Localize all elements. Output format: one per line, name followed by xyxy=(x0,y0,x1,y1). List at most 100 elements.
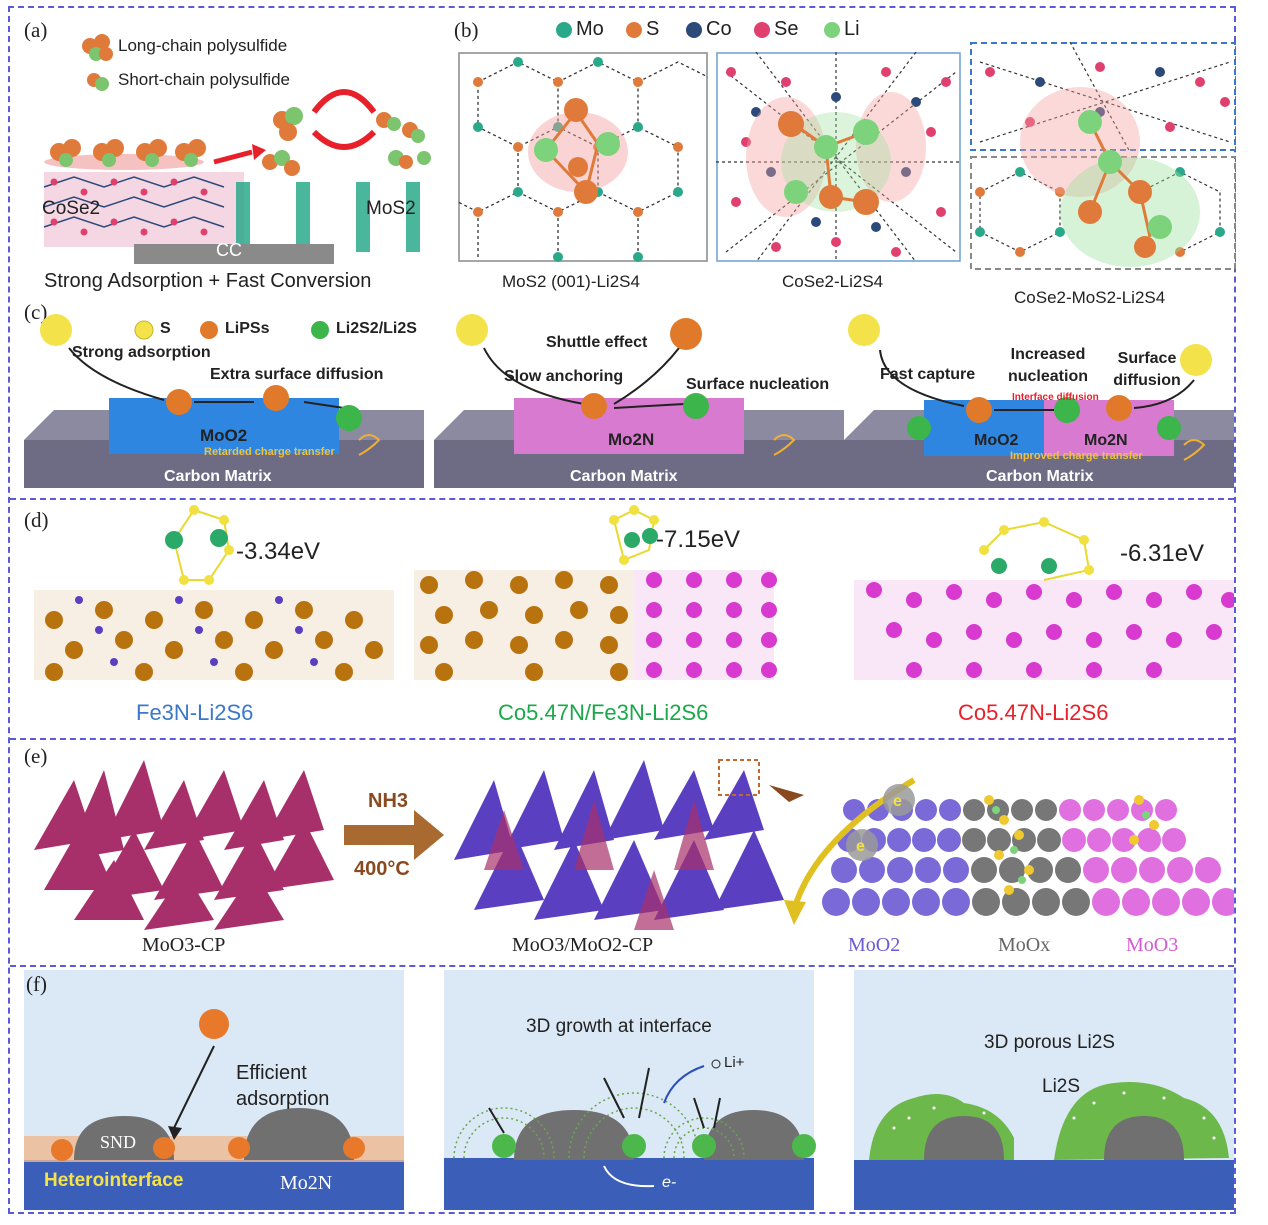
panel-a-caption: Strong Adsorption + Fast Conversion xyxy=(44,270,372,292)
li-legend-icon xyxy=(824,22,840,38)
polysulfide-cluster-mid xyxy=(262,107,303,176)
f1-text: Efficient adsorption xyxy=(236,1062,330,1110)
moo3-cp-spikes xyxy=(34,760,334,930)
panel-f: (f) Efficient adsorption SND Heterointer… xyxy=(14,968,1234,1213)
svg-text:e: e xyxy=(856,838,865,855)
panel-d-diagram xyxy=(34,505,1234,681)
figure-frame xyxy=(8,6,1236,1214)
fe3n-slab xyxy=(34,590,394,681)
energy-1: -3.34eV xyxy=(236,538,321,565)
legend-lipss-label: LiPSs xyxy=(225,320,270,337)
electron-icon-1 xyxy=(883,784,915,816)
energy-3: -6.31eV xyxy=(1120,540,1205,567)
red-arrow-icon xyxy=(213,149,253,165)
panel-f-label: (f) xyxy=(26,972,47,996)
cose2-structure xyxy=(716,52,961,262)
c3-note1: Interface diffusion xyxy=(1012,392,1099,403)
li-ion-icon xyxy=(711,1059,721,1069)
panel-e-diagram: e e xyxy=(34,759,1234,930)
li-ion-arrow-icon xyxy=(663,1065,705,1104)
cc-label: CC xyxy=(216,240,242,260)
lipss-icon xyxy=(200,321,218,339)
phase-moo3: MoO3 xyxy=(1126,934,1179,956)
cose2-lattice xyxy=(43,154,244,247)
panel-d: (d) xyxy=(14,500,1234,740)
mo2n-substrate xyxy=(24,1160,404,1210)
separator-2 xyxy=(10,738,1234,740)
c1-text2: Extra surface diffusion xyxy=(210,366,384,383)
adsorption-arrow-icon xyxy=(173,1045,215,1129)
mos2-label: MoS2 xyxy=(366,198,416,219)
short-chain-polysulfide-icon xyxy=(87,73,109,91)
mos2-caption: MoS2 (001)-Li2S4 xyxy=(502,272,640,291)
zoom-box xyxy=(718,759,760,796)
panel-c-label: (c) xyxy=(24,300,48,324)
panel-a: (a) xyxy=(14,12,434,302)
legend-mo: Mo xyxy=(576,18,604,40)
se-legend-icon xyxy=(754,22,770,38)
snd-particle-2 xyxy=(244,1108,354,1160)
phase-atom-grid: e e xyxy=(784,777,1234,925)
panel-f-diagram xyxy=(24,970,1234,1210)
c3-text1: Fast capture xyxy=(880,366,976,383)
separator-1 xyxy=(10,498,1234,500)
process-arrow-icon xyxy=(344,810,444,860)
panel-b-legend xyxy=(556,22,840,38)
temperature-label: 400°C xyxy=(354,858,410,880)
f3-product: Li2S xyxy=(1042,1076,1081,1097)
co-legend-icon xyxy=(686,22,702,38)
cc-substrate xyxy=(134,244,334,264)
legend-li: Li xyxy=(844,18,860,40)
c3-note2: Improved charge transfer xyxy=(1010,450,1143,462)
f2-text: 3D growth at interface xyxy=(526,1016,712,1037)
svg-text:e: e xyxy=(893,793,902,810)
long-chain-label: Long-chain polysulfide xyxy=(118,36,288,55)
snd-particle-1 xyxy=(74,1116,174,1160)
cycle-arrow-icon xyxy=(311,89,377,114)
c1-text1: Strong adsorption xyxy=(72,344,211,361)
panel-e-label: (e) xyxy=(24,744,48,768)
electron-arrow-icon xyxy=(603,1165,655,1188)
short-chain-products xyxy=(376,112,431,169)
s-legend-icon xyxy=(626,22,642,38)
energy-2: -7.15eV xyxy=(656,526,741,553)
c2-text3: Surface nucleation xyxy=(686,376,830,393)
e-caption-2: MoO3/MoO2-CP xyxy=(512,934,654,956)
cose2-label: CoSe2 xyxy=(42,198,101,219)
c2-base: Carbon Matrix xyxy=(570,468,678,485)
reagent-label: NH3 xyxy=(368,790,409,812)
c2-text1: Shuttle effect xyxy=(546,334,648,351)
cose2-caption: CoSe2-Li2S4 xyxy=(782,272,884,291)
separator-3 xyxy=(10,965,1234,967)
cose2-mos2-caption: CoSe2-MoS2-Li2S4 xyxy=(1014,288,1166,307)
phase-moox: MoOx xyxy=(998,934,1051,956)
panel-b: (b) Mo S Co Se Li xyxy=(444,12,1244,312)
s-atom-icon xyxy=(134,320,154,340)
adsorbed-polysulfides xyxy=(50,139,206,167)
phase-moo2: MoO2 xyxy=(848,934,901,956)
panel-e: (e) xyxy=(14,740,1234,965)
li2s-icon xyxy=(311,321,329,339)
moo2-block xyxy=(109,398,339,454)
panel-c: (c) xyxy=(14,300,1234,500)
c3-block2: Mo2N xyxy=(1084,432,1128,449)
d-caption-3: Co5.47N-Li2S6 xyxy=(958,700,1109,725)
c1-note: Retarded charge transfer xyxy=(204,446,335,458)
electron-icon-2 xyxy=(846,829,878,861)
co-fe3n-slab xyxy=(414,570,777,681)
mos2-layers xyxy=(236,182,420,252)
d-caption-1: Fe3N-Li2S6 xyxy=(136,700,254,725)
moo3-moo2-cp-spikes xyxy=(454,760,784,930)
cose2-mos2-structure xyxy=(970,42,1236,270)
c2-block: Mo2N xyxy=(608,430,655,449)
f3-text: 3D porous Li2S xyxy=(984,1032,1115,1053)
c3-base: Carbon Matrix xyxy=(986,468,1094,485)
d-caption-2: Co5.47N/Fe3N-Li2S6 xyxy=(498,700,709,725)
panel-b-label: (b) xyxy=(454,18,479,42)
panel-d-label: (d) xyxy=(24,508,49,532)
legend-se: Se xyxy=(774,18,799,40)
c3-text2: Increased nucleation xyxy=(1007,346,1088,385)
c2-text2: Slow anchoring xyxy=(504,368,624,385)
panel-a-label: (a) xyxy=(24,18,48,42)
panel-a-diagram xyxy=(43,34,431,264)
